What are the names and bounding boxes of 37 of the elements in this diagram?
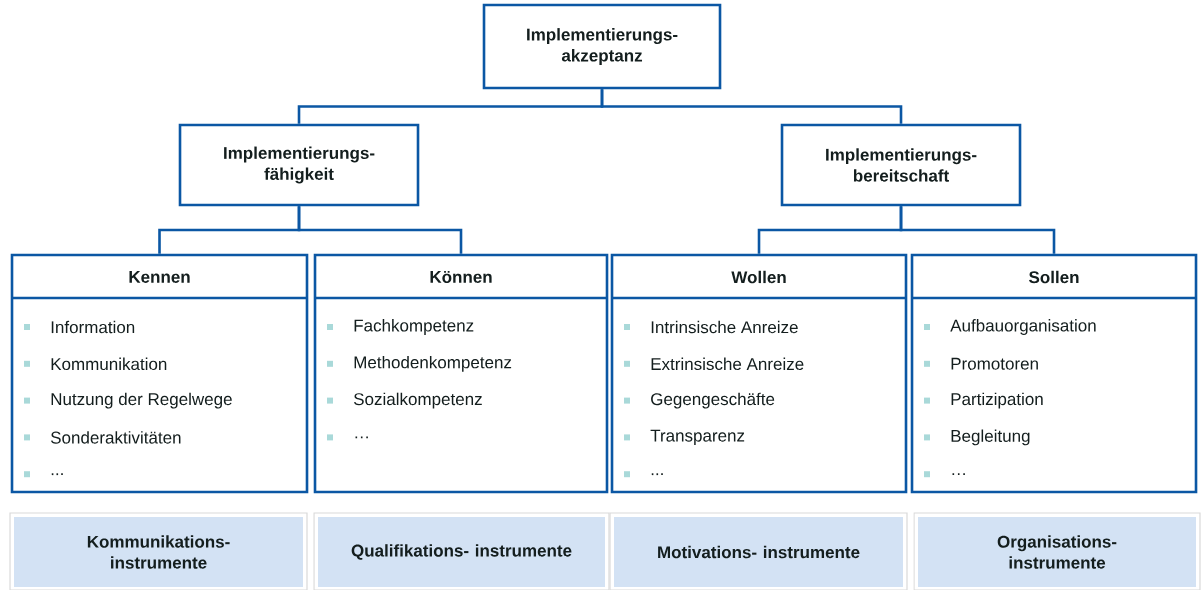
- bullet-item: Promotoren: [924, 357, 1038, 370]
- bullet-item: Sonderaktivitäten: [24, 431, 181, 444]
- bullet-item: Partizipation: [924, 392, 1043, 409]
- category-box: [313, 253, 609, 494]
- category-box: [10, 253, 309, 494]
- bullet-item: Methodenkompetenz: [327, 355, 512, 372]
- bullet-item: Gegengeschäfte: [624, 392, 775, 409]
- box-heading: Können: [430, 271, 492, 283]
- connector: [899, 206, 1056, 254]
- bullet-item: Extrinsische Anreize: [624, 357, 804, 371]
- bullet-item: …: [924, 471, 965, 478]
- instrument-box: Organisations- instrumente: [913, 512, 1201, 590]
- bullet-item: Aufbauorganisation: [924, 319, 1096, 335]
- bullet-item: Nutzung der Regelwege: [24, 392, 232, 409]
- connector: [600, 89, 903, 124]
- box-heading: Kennen: [129, 271, 190, 283]
- bullet-item: Kommunikation: [24, 357, 167, 371]
- instrument-box: Kommunikations- instrumente: [9, 512, 308, 590]
- bullet-item: Intrinsische Anreize: [624, 320, 798, 334]
- bullet-item: Sozialkompetenz: [327, 392, 482, 409]
- bullet-item: Transparenz: [624, 429, 745, 445]
- concept-box: Implementierungs- fähigkeit: [178, 123, 420, 207]
- bullet-item: Begleitung: [924, 429, 1030, 446]
- box-heading: Wollen: [731, 270, 786, 284]
- connector: [297, 206, 463, 254]
- bullet-item: ...: [24, 471, 63, 478]
- concept-box: Implementierungs- akzeptanz: [482, 3, 722, 90]
- bullet-item: …: [327, 434, 368, 441]
- category-box: [610, 253, 908, 494]
- instrument-box: Motivations- instrumente: [609, 512, 908, 590]
- category-box: [910, 253, 1198, 494]
- bullet-item: ...: [624, 471, 663, 478]
- box-heading: Sollen: [1029, 270, 1079, 284]
- concept-box: Implementierungs- bereitschaft: [780, 123, 1022, 207]
- bullet-item: Information: [24, 320, 135, 334]
- instrument-box: Qualifikations- instrumente: [313, 512, 610, 590]
- bullet-item: Fachkompetenz: [327, 319, 474, 335]
